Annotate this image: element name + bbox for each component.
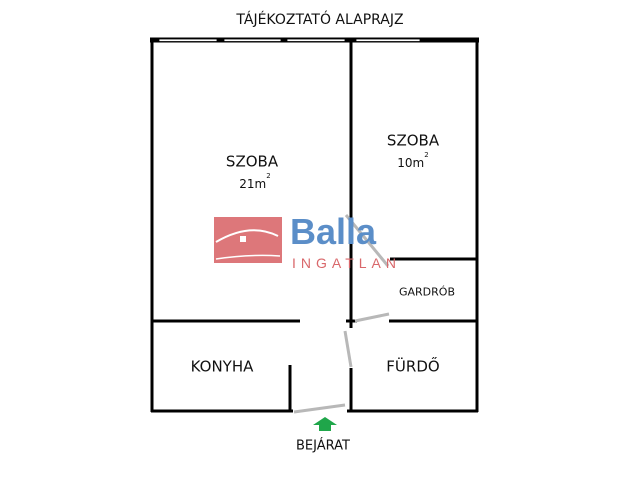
room-area-value: 21m [239,177,267,191]
plan-title: TÁJÉKOZTATÓ ALAPRAJZ [236,12,404,28]
doors [293,214,390,414]
room-name: KONYHA [190,357,254,376]
windows [158,38,421,42]
room-name: SZOBA [225,152,279,171]
logo-brand: Balla [290,211,377,252]
room-area-unit: 2 [424,151,429,159]
room-area-unit: 2 [266,172,271,180]
room-name: SZOBA [386,131,440,150]
room-area: 21m2 [239,173,270,191]
room-area-value: 10m [397,156,425,170]
entrance-label: BEJÁRAT [296,438,350,454]
room-name: FÜRDŐ [386,357,440,376]
logo-sub: INGATLAN [292,255,401,271]
logo: Balla INGATLAN [214,211,401,271]
room-area: 10m2 [397,152,428,170]
room-name: GARDRÓB [398,285,456,299]
entrance-arrow-icon [313,417,337,431]
